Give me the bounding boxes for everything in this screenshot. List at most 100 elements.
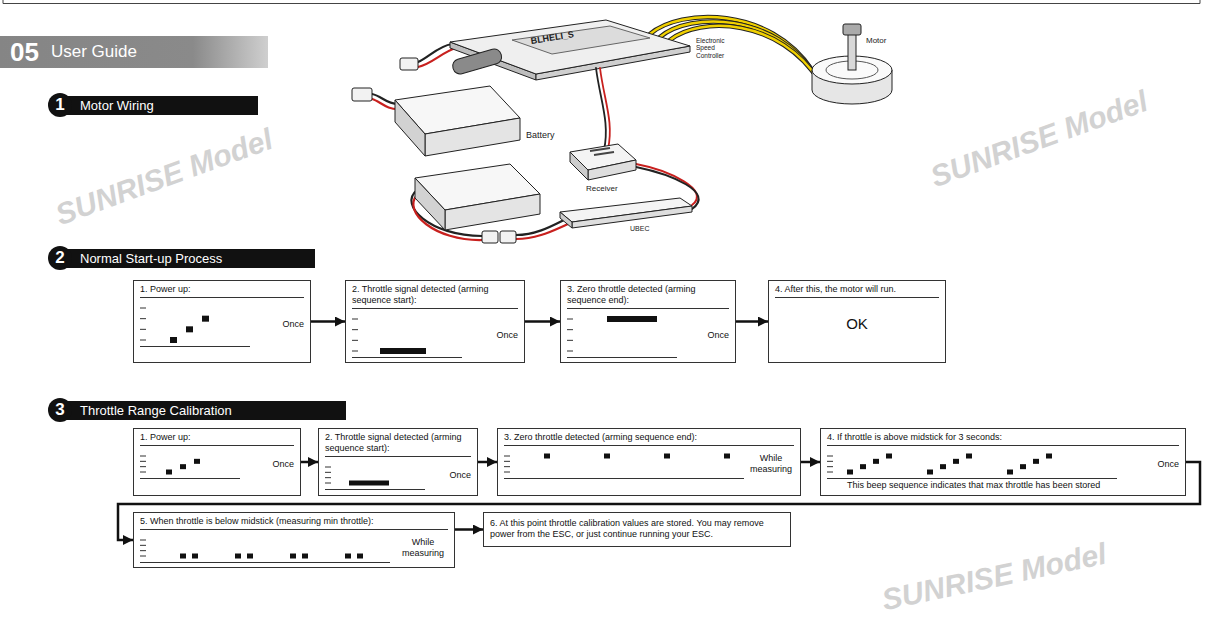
part-label: Battery <box>526 130 555 140</box>
staff-mark <box>140 329 146 330</box>
beep-mark <box>247 554 253 559</box>
step-heading: 2. Throttle signal detected (arming sequ… <box>325 432 471 457</box>
staff-mark <box>352 340 358 341</box>
beep-mark <box>380 348 426 354</box>
beep-mark <box>186 326 193 332</box>
staff-mark <box>504 466 510 467</box>
step-body: While measuring <box>504 449 794 479</box>
staff-line <box>567 357 677 358</box>
motor <box>812 24 892 104</box>
beep-pattern <box>140 301 250 347</box>
step-box: 4. If throttle is above midstick for 3 s… <box>820 428 1186 496</box>
connector <box>352 88 372 101</box>
beep-mark <box>170 337 177 343</box>
signal-lead <box>596 68 610 150</box>
beep-mark <box>180 554 186 559</box>
section-heading: 2Normal Start-up Process <box>48 246 315 270</box>
wire <box>418 48 456 67</box>
step-number: 2 <box>48 246 72 270</box>
beep-mark <box>860 464 866 469</box>
staff-mark <box>504 461 510 462</box>
beep-mark <box>664 454 670 459</box>
beep-mark <box>290 554 296 559</box>
step-body: Once <box>140 301 304 347</box>
esc-plate <box>512 26 650 54</box>
staff-mark <box>827 461 833 462</box>
battery-side <box>395 100 425 156</box>
step-text: 6. At this point throttle calibration va… <box>490 518 784 540</box>
section-heading: 3Throttle Range Calibration <box>48 398 346 422</box>
step-body: Once <box>140 449 294 479</box>
beep-pattern <box>140 533 390 563</box>
staff-mark <box>352 329 358 330</box>
battery <box>395 86 520 156</box>
staff-line <box>140 562 390 563</box>
beep-count: While measuring <box>394 537 448 559</box>
connector <box>400 58 418 70</box>
beep-mark <box>357 554 363 559</box>
staff-mark <box>567 329 573 330</box>
staff-mark <box>140 456 146 457</box>
staff-mark <box>140 461 146 462</box>
staff-mark <box>567 351 573 352</box>
step-box: 6. At this point throttle calibration va… <box>483 512 791 547</box>
ubec-side <box>572 206 692 228</box>
step-heading: 1. Power up: <box>140 432 294 446</box>
receiver-pins <box>590 148 610 151</box>
beep-mark <box>235 554 241 559</box>
beep-pattern <box>140 449 240 479</box>
staff-mark <box>827 472 833 473</box>
flow-arrow <box>736 320 768 323</box>
beep-count: Once <box>492 330 518 341</box>
step-number: 1 <box>48 93 72 117</box>
staff-line <box>325 489 425 490</box>
beep-count: Once <box>445 470 471 481</box>
section-title: Normal Start-up Process <box>60 249 315 268</box>
beep-pattern <box>325 460 425 490</box>
beep-pattern <box>567 312 677 358</box>
esc-brand: BLHELI_S <box>530 29 575 46</box>
staff-mark <box>140 308 146 309</box>
wire <box>670 26 820 82</box>
flow-arrow <box>301 461 318 464</box>
part-label: UBEC <box>630 225 649 233</box>
beep-mark <box>927 470 933 475</box>
part-label: Electronic Speed Controller <box>696 37 740 59</box>
step-box: 1. Power up: Once <box>133 280 311 363</box>
staff-mark <box>140 466 146 467</box>
beep-mark <box>966 454 972 459</box>
staff-mark <box>140 472 146 473</box>
section-title: User Guide <box>51 37 137 67</box>
section-title: Throttle Range Calibration <box>60 401 346 420</box>
beep-mark <box>166 470 172 475</box>
step-heading: 1. Power up: <box>140 284 304 298</box>
staff-mark <box>140 550 146 551</box>
step-heading: 5. When throttle is below midstick (meas… <box>140 516 448 530</box>
beep-count: Once <box>1153 459 1179 470</box>
staff-mark <box>325 472 331 473</box>
staff-mark <box>567 319 573 320</box>
staff-line <box>140 478 240 479</box>
ubec-side <box>560 212 572 228</box>
flow-arrow <box>525 320 560 323</box>
staff-line <box>140 346 250 347</box>
wire <box>516 224 568 239</box>
staff-mark <box>827 456 833 457</box>
beep-mark <box>1020 464 1026 469</box>
beep-mark <box>202 316 209 322</box>
frame-line <box>3 0 1200 4</box>
step-note: This beep sequence indicates that max th… <box>827 480 1179 491</box>
connector <box>500 231 516 243</box>
staff-mark <box>140 545 146 546</box>
step-box: 5. When throttle is below midstick (meas… <box>133 512 455 568</box>
step-heading: 3. Zero throttle detected (arming sequen… <box>567 284 729 309</box>
beep-mark <box>349 481 389 486</box>
step-heading: 2. Throttle signal detected (arming sequ… <box>352 284 518 309</box>
beep-mark <box>544 454 550 459</box>
step-heading: 4. After this, the motor will run. <box>775 284 939 298</box>
staff-mark <box>352 319 358 320</box>
staff-mark <box>504 472 510 473</box>
staff-mark <box>504 456 510 457</box>
step-box: 4. After this, the motor will run.OK <box>768 280 946 363</box>
beep-mark <box>886 454 892 459</box>
